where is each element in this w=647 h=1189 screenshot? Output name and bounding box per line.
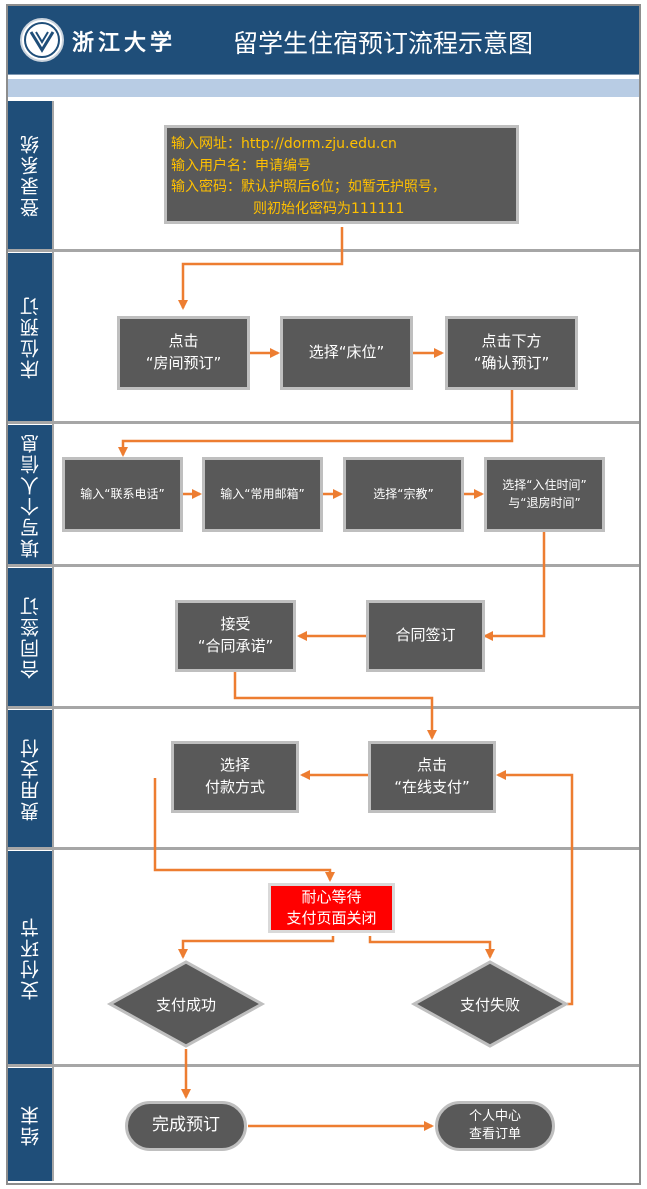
lane-label-contract: 合同签订	[8, 568, 52, 706]
lane-divider	[8, 1064, 639, 1067]
wait-page-close-box: 耐心等待 支付页面关闭	[268, 883, 395, 933]
lane-divider	[8, 847, 639, 850]
enter-email-box: 输入“常用邮箱”	[202, 457, 323, 532]
pay-fail-decision	[410, 960, 570, 1048]
pay-success-label: 支付成功	[155, 996, 216, 1014]
lane-divider	[8, 564, 639, 567]
lane-label-payment: 费用支付	[8, 710, 52, 847]
view-order-terminal: 个人中心 查看订单	[435, 1101, 555, 1151]
lane-divider	[8, 706, 639, 709]
login-password-default-text: 则初始化密码为111111	[253, 201, 405, 218]
login-username-text: 输入用户名：申请编号	[171, 157, 311, 174]
online-pay-box: 点击 “在线支付”	[368, 741, 496, 813]
page-title: 留学生住宿预订流程示意图	[232, 29, 533, 58]
page-frame	[6, 4, 641, 1185]
booking-complete-terminal: 完成预订	[125, 1101, 247, 1151]
pay-success-decision	[106, 960, 266, 1048]
login-url-text: 输入网址：http://dorm.zju.edu.cn	[171, 136, 397, 152]
lane-label-personal-info: 填写个人信息	[8, 425, 52, 564]
lane-divider	[8, 421, 639, 424]
label-column-divider	[52, 101, 54, 1181]
login-password-text: 输入密码：默认护照后6位；如暂无护照号，	[171, 179, 446, 196]
select-dates-box: 选择“入住时间” 与“退房时间”	[484, 457, 605, 532]
university-seal-icon	[20, 18, 64, 62]
login-instructions-box: 输入网址：http://dorm.zju.edu.cn 输入用户名：申请编号 输…	[164, 125, 519, 224]
lane-label-end: 结束	[8, 1068, 52, 1181]
accept-contract-box: 接受 “合同承诺”	[175, 600, 296, 672]
contract-sign-box: 合同签订	[366, 600, 485, 672]
header-sub-bar	[8, 79, 639, 97]
lane-divider	[8, 249, 639, 252]
select-religion-box: 选择“宗教”	[343, 457, 464, 532]
lane-label-login: 登录系统	[8, 101, 52, 249]
select-pay-method-box: 选择 付款方式	[171, 741, 299, 813]
lane-label-bed-booking: 床位预订	[8, 253, 52, 421]
confirm-booking-box: 点击下方 “确认预订”	[445, 316, 578, 390]
select-bed-box: 选择“床位”	[280, 316, 413, 390]
pay-fail-label: 支付失败	[459, 996, 520, 1014]
lane-label-payment-step: 支付环节	[8, 851, 52, 1064]
enter-phone-box: 输入“联系电话”	[62, 457, 183, 532]
university-logo-text: 浙江大学	[72, 30, 177, 56]
header-bar: 浙江大学 留学生住宿预订流程示意图	[8, 6, 639, 75]
click-room-booking-box: 点击 “房间预订”	[117, 316, 250, 390]
